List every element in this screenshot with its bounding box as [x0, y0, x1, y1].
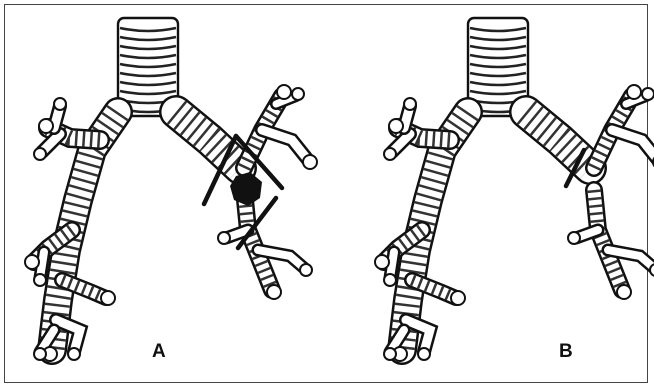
panel-a-tree	[25, 18, 317, 361]
panel-label-b: B	[559, 341, 573, 363]
panel-b-tree	[375, 18, 654, 361]
panel-label-a: A	[152, 341, 166, 363]
